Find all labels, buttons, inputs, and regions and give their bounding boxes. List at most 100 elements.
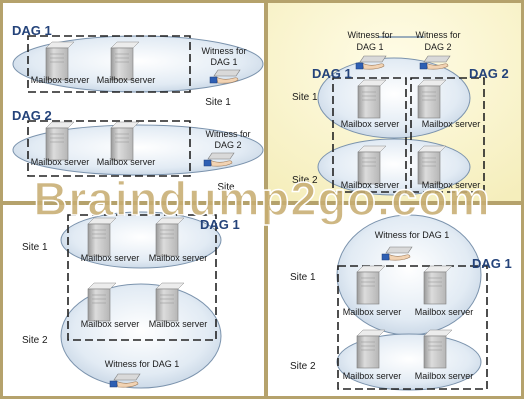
watermark: Braindump2go.com [33,172,490,225]
witness-share-icon [381,246,413,261]
witness-dag1-label-line2: DAG 1 [356,42,383,52]
dag1-label: DAG 1 [12,23,52,38]
witness-share-icon [203,152,235,167]
mailbox-server-icon [417,145,447,185]
server-label: Mailbox server [415,307,474,317]
mailbox-server-icon [357,79,387,119]
site2-ellipse [12,124,264,176]
mailbox-server-icon [45,121,75,161]
server-front-face [417,151,441,185]
site1-label: Site 1 [22,242,48,253]
witness-cuff [203,159,212,167]
server-front-face [45,47,69,81]
witness-tray [213,69,241,77]
server-label: Mailbox server [415,371,474,381]
mailbox-server-icon [110,121,140,161]
mailbox-server-icon [356,329,386,369]
witness-dag1-label-line2: DAG 1 [210,57,237,67]
mailbox-server-icon [155,217,185,257]
mailbox-server-icon [356,265,386,305]
witness-dag1-label: Witness for DAG 1 [105,359,180,369]
server-label: Mailbox server [81,319,140,329]
mailbox-server-icon [423,265,453,305]
dag1-label: DAG 1 [472,256,512,271]
mailbox-server-icon [87,217,117,257]
mailbox-server-icon [87,282,117,322]
site2-label: Site 2 [290,361,316,372]
server-front-face [45,127,69,161]
server-label: Mailbox server [31,157,90,167]
server-label: Mailbox server [341,180,400,190]
dag1-boundary [332,77,407,193]
witness-tray [423,55,451,63]
witness-share-icon [355,55,387,70]
witness-tray [359,55,387,63]
dag1-boundary [337,265,488,390]
server-front-face [356,335,380,369]
site1-label: Site 1 [205,97,231,108]
witness-share-icon [209,69,241,84]
panel-top-right: Witness for DAG 1 Witness for DAG 2 DAG … [292,30,509,196]
server-front-face [356,271,380,305]
server-front-face [110,127,134,161]
server-front-face [155,288,179,322]
witness-dag1-label-line1: Witness for [347,30,392,40]
mailbox-server-icon [110,41,140,81]
server-label: Mailbox server [343,307,402,317]
witness-share-icon [109,373,141,388]
site1-label: Site 1 [290,272,316,283]
server-front-face [417,85,441,119]
witness-tray [113,373,141,381]
site2-ellipse [60,283,222,389]
server-front-face [423,335,447,369]
server-label: Mailbox server [31,75,90,85]
server-label: Mailbox server [422,119,481,129]
mailbox-server-icon [45,41,75,81]
site2-label: Site [217,182,235,193]
panel-bottom-right: Witness for DAG 1 DAG 1 Site 1 Site 2 Ma… [290,214,512,391]
server-front-face [87,288,111,322]
dag2-label: DAG 2 [469,66,509,81]
site1-label: Site 1 [292,92,318,103]
witness-share-icon [419,55,451,70]
site2-label: Site 2 [292,175,318,186]
witness-cuff [209,76,218,84]
witness-dag1-label: Witness for DAG 1 [375,230,450,240]
server-label: Mailbox server [149,319,208,329]
server-label: Mailbox server [81,253,140,263]
server-front-face [87,223,111,257]
mailbox-server-icon [357,145,387,185]
dag1-boundary [27,35,191,93]
witness-hand [215,76,239,84]
server-front-face [155,223,179,257]
dag2-label: DAG 2 [12,108,52,123]
server-front-face [357,151,381,185]
server-label: Mailbox server [97,157,156,167]
dag1-label: DAG 1 [200,217,240,232]
server-front-face [423,271,447,305]
witness-cuff [109,380,118,388]
server-label: Mailbox server [343,371,402,381]
mailbox-server-icon [417,79,447,119]
witness-cuff [355,62,364,70]
witness-hand [209,159,233,167]
server-label: Mailbox server [341,119,400,129]
server-label: Mailbox server [149,253,208,263]
site2-label: Site 2 [22,335,48,346]
witness-hand [425,62,449,70]
server-front-face [110,47,134,81]
dag1-label: DAG 1 [312,66,352,81]
mailbox-server-icon [423,329,453,369]
panel-top-left: DAG 1 DAG 2 Mailbox server Mailbox serve… [12,23,264,193]
witness-tray [385,246,413,254]
witness-dag2-label-line1: Witness for [415,30,460,40]
server-label: Mailbox server [422,180,481,190]
dag2-boundary [410,77,485,193]
witness-cuff [419,62,428,70]
server-front-face [357,85,381,119]
server-label: Mailbox server [97,75,156,85]
witness-hand [361,62,385,70]
